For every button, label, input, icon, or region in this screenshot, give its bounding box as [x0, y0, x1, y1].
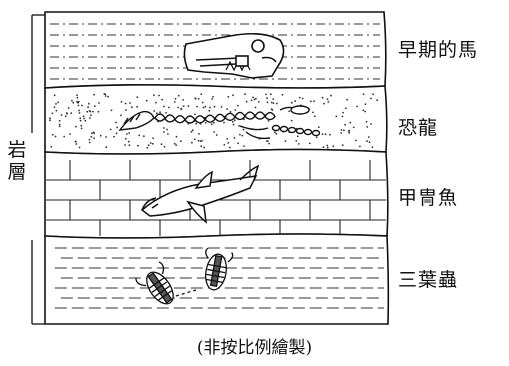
horse-skull-fossil-icon: [183, 32, 285, 79]
dinosaur-skeleton-fossil-icon: [118, 105, 321, 140]
layer-label-horse: 早期的馬: [398, 39, 479, 61]
axis-label-char-2: 層: [7, 160, 27, 183]
strata-bracket: [31, 14, 45, 325]
layer-label-armored-fish: 甲冑魚: [398, 187, 459, 209]
armored-fish-fossil-icon: [140, 164, 260, 224]
axis-label-char-1: 岩: [7, 139, 27, 161]
layer-label-dinosaur: 恐龍: [398, 117, 439, 139]
strata-axis-label: 岩 層: [6, 139, 28, 184]
layer-label-trilobite: 三葉蟲: [398, 269, 459, 291]
not-to-scale-note: (非按比例繪製): [196, 338, 313, 358]
trilobite-fossil-icon: [135, 247, 234, 305]
